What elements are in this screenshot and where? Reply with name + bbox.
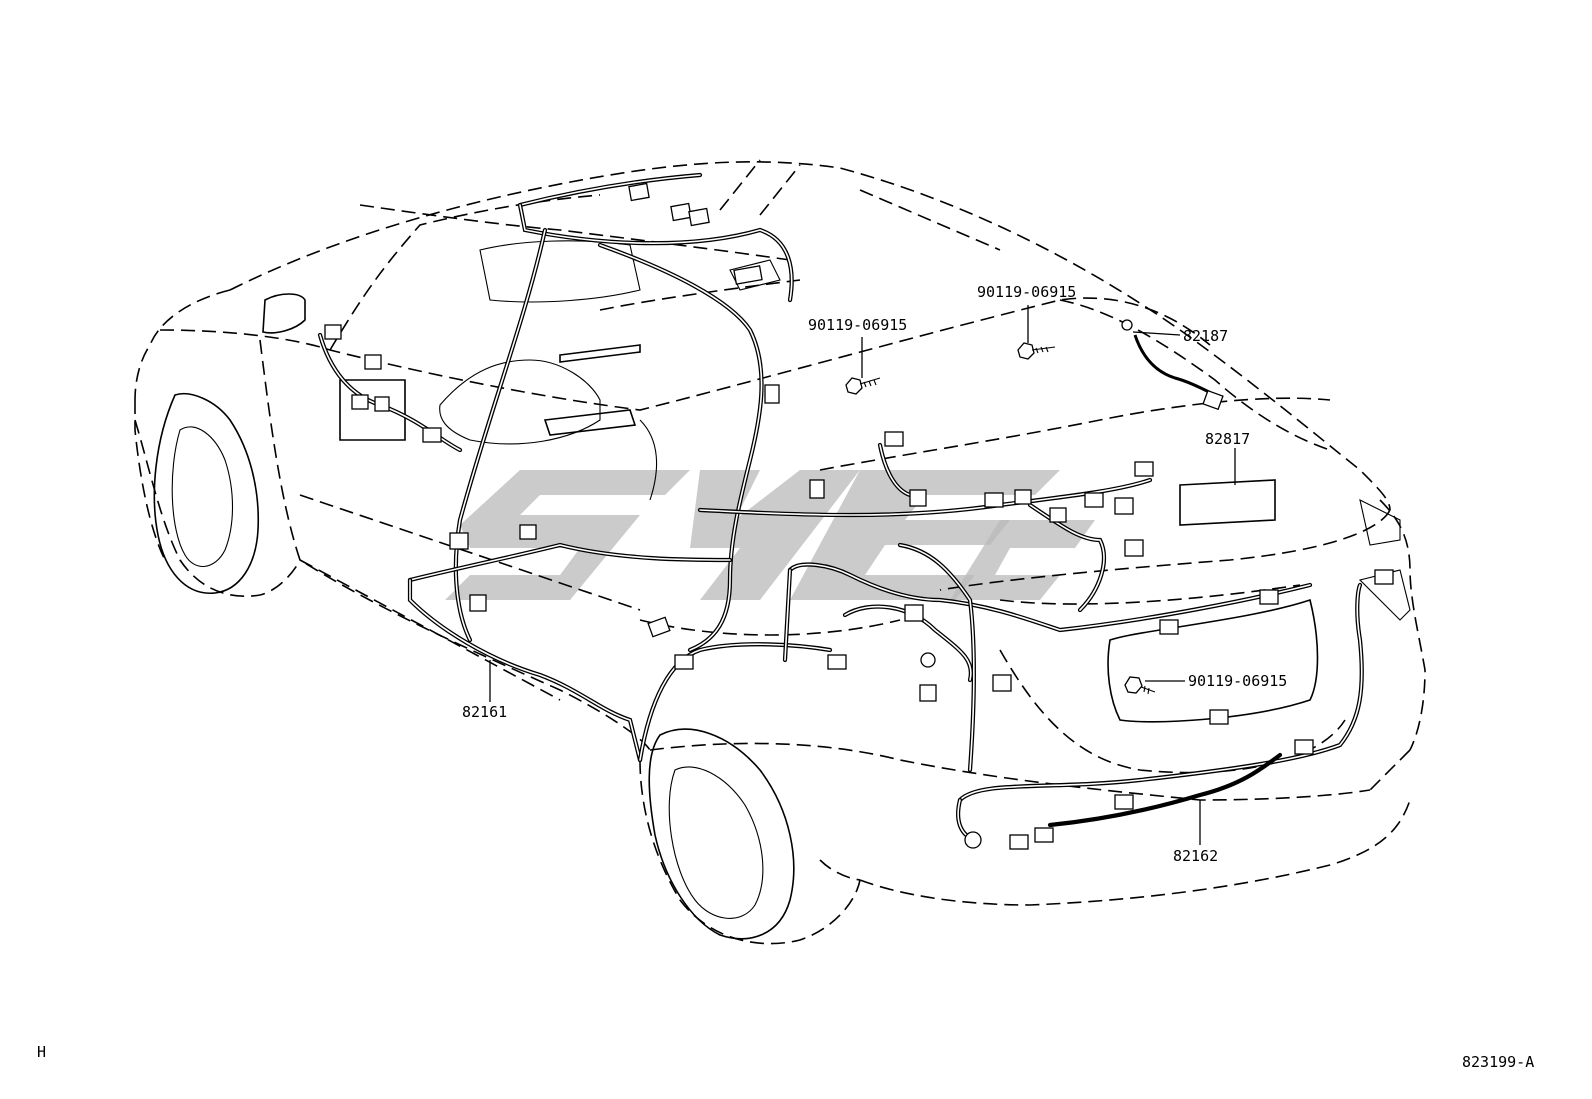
wire-harness-routes	[317, 172, 1364, 843]
corner-marker: H	[37, 1043, 47, 1061]
bolt-icon-1	[845, 377, 881, 395]
bolt-icon-2	[1017, 342, 1056, 360]
connectors	[324, 182, 1394, 850]
part-label-82161: 82161	[462, 703, 507, 721]
part-labels: 90119-06915 90119-06915 82187 82817 9011…	[462, 283, 1287, 865]
part-label-82162: 82162	[1173, 847, 1218, 865]
part-label-90119-06915-c: 90119-06915	[1188, 672, 1287, 690]
figure-code: 823199-A	[1462, 1053, 1535, 1071]
bolt-icon-3	[1124, 676, 1156, 695]
part-label-90119-06915-b: 90119-06915	[977, 283, 1076, 301]
leader-lines	[489, 305, 1236, 845]
part-label-82187: 82187	[1183, 327, 1228, 345]
part-label-90119-06915-a: 90119-06915	[808, 316, 907, 334]
watermark-logo	[445, 470, 1095, 600]
car-body-outline	[134, 159, 1426, 945]
interior-outline	[153, 240, 1411, 940]
part-label-82817: 82817	[1205, 430, 1250, 448]
